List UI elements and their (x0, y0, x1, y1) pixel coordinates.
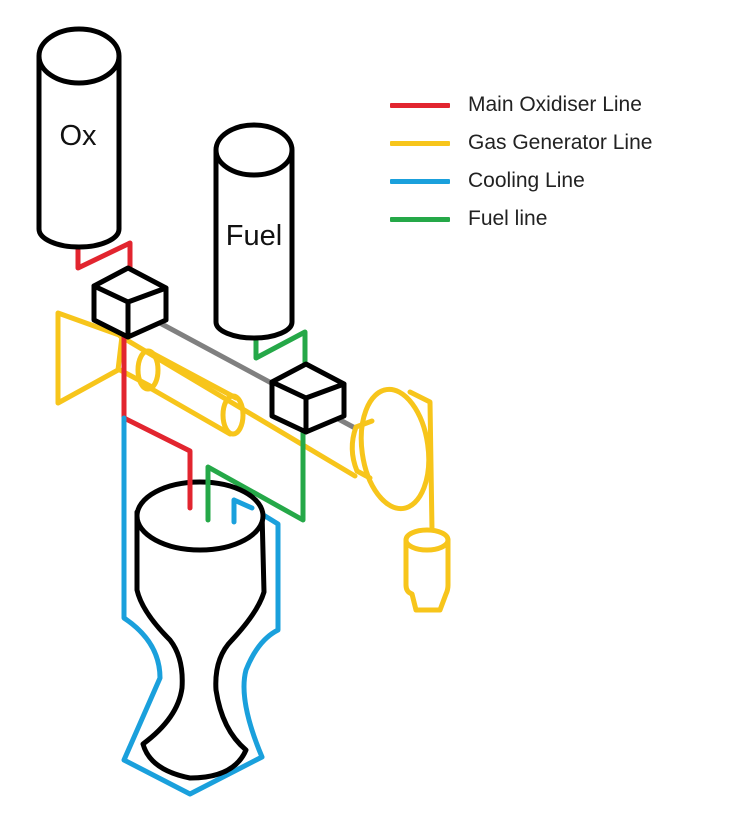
oxidiser-tank: Ox (36, 26, 122, 250)
legend: Main Oxidiser Line Gas Generator Line Co… (390, 86, 720, 238)
oxidiser-pump (91, 265, 169, 340)
fuel-tank: Fuel (213, 122, 295, 341)
legend-swatch-green (390, 216, 450, 222)
cooling-line (121, 415, 281, 797)
legend-label: Gas Generator Line (468, 131, 653, 154)
legend-label: Cooling Line (468, 169, 585, 192)
combustion-chamber (134, 479, 267, 781)
legend-swatch-blue (390, 178, 450, 184)
legend-label: Fuel line (468, 207, 548, 230)
legend-swatch-yellow (390, 140, 450, 146)
legend-item-gas-generator: Gas Generator Line (390, 124, 720, 162)
fuel-tank-label: Fuel (226, 220, 282, 252)
legend-item-cooling: Cooling Line (390, 162, 720, 200)
gas-generator-cylinder (135, 348, 246, 437)
legend-item-main-oxidiser: Main Oxidiser Line (390, 86, 720, 124)
gas-generator-tank (403, 527, 451, 613)
legend-item-fuel: Fuel line (390, 200, 720, 238)
cooling-jacket-inlet (231, 497, 255, 525)
legend-swatch-red (390, 102, 450, 108)
turbine-disc (349, 386, 435, 533)
legend-label: Main Oxidiser Line (468, 93, 642, 116)
fuel-pump (269, 361, 347, 435)
ox-tank-label: Ox (59, 120, 97, 152)
